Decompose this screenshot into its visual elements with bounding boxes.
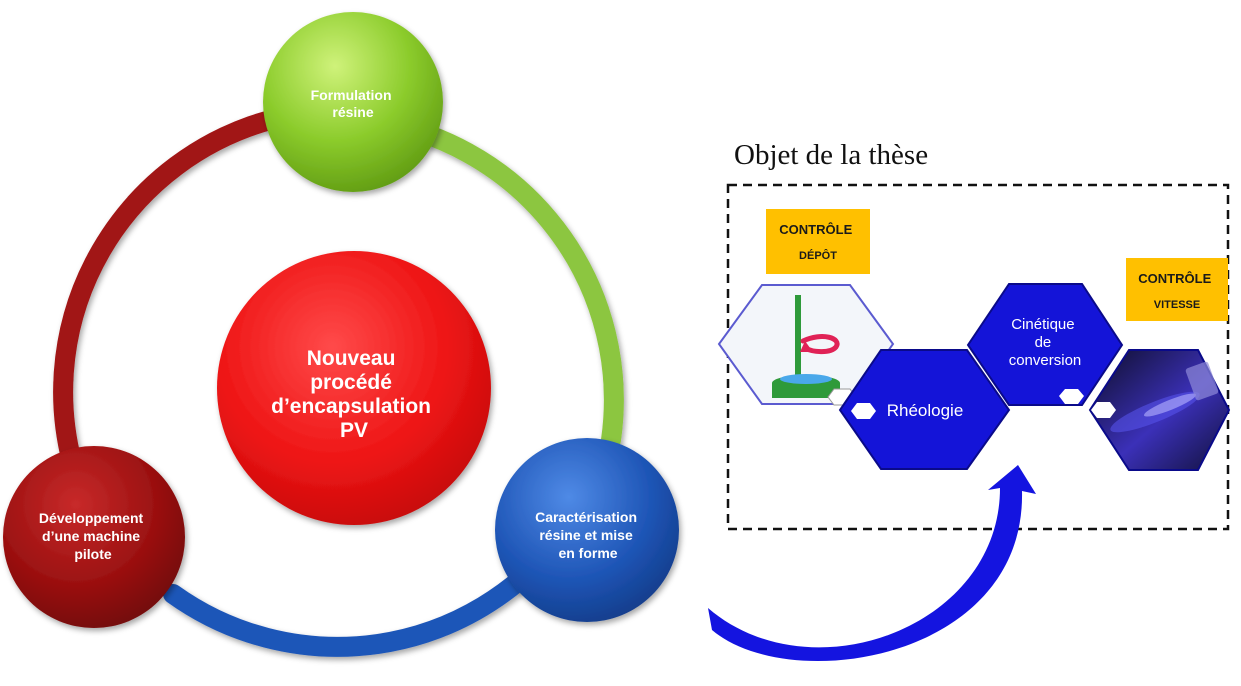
node-formulation: Formulation résine (263, 12, 443, 192)
node-label: Développement (39, 510, 144, 526)
hexagon-rheologie: Rhéologie (838, 349, 1011, 470)
node-caracterisation: Caractérisation résine et mise en forme (495, 438, 679, 622)
center-line: d’encapsulation (271, 395, 431, 418)
tag-line: VITESSE (1154, 299, 1200, 311)
center-circle: Nouveau procédé d’encapsulation PV (217, 251, 491, 525)
tag-controle-depot: CONTRÔLE DÉPÔT (766, 209, 870, 274)
hexagon-label: conversion (1009, 352, 1082, 369)
svg-text:Nouveau procédé d’: Nouveau procédé d’encapsulation PV (271, 347, 437, 442)
curved-arrow (708, 465, 1036, 662)
center-line: PV (340, 419, 368, 442)
hexagon-label: de (1035, 334, 1052, 351)
node-label: résine et mise (539, 527, 633, 543)
node-label: Formulation (311, 87, 392, 103)
center-line: Nouveau (307, 347, 396, 370)
node-label: pilote (74, 546, 112, 562)
node-label: d’une machine (42, 528, 140, 544)
uv-light-icon (1110, 361, 1219, 433)
svg-text:Formulation résine: Formulation résine (311, 87, 396, 120)
svg-text:Caractérisation résine e: Caractérisation résine et mise en forme (535, 509, 641, 561)
svg-text:CONTRÔLE DÉPÔT: CONTRÔLE DÉPÔT (779, 221, 856, 262)
node-label: en forme (558, 545, 617, 561)
tag-line: CONTRÔLE (779, 222, 852, 237)
svg-text:Cinétique de conve: Cinétique de conversion (1009, 316, 1082, 369)
ring-arc-red (53, 110, 280, 472)
node-label: Caractérisation (535, 509, 637, 525)
svg-text:Développement d’une mach: Développement d’une machine pilote (39, 510, 147, 562)
center-line: procédé (310, 371, 392, 394)
hexagon-label: Cinétique (1011, 316, 1074, 333)
node-developpement: Développement d’une machine pilote (3, 446, 185, 628)
thesis-title: Objet de la thèse (734, 139, 929, 171)
node-label: résine (332, 104, 373, 120)
svg-text:CONTRÔLE VITESSE: CONTRÔLE VITESSE (1138, 270, 1215, 311)
svg-text:Rhéologie: Rhéologie (887, 401, 964, 420)
tag-controle-vitesse: CONTRÔLE VITESSE (1126, 258, 1228, 321)
deposition-tool-icon (772, 295, 840, 398)
tag-line: CONTRÔLE (1138, 271, 1211, 286)
tag-line: DÉPÔT (799, 249, 837, 262)
hexagon-uv-image (1088, 349, 1231, 471)
hexagon-cinetique: Cinétique de conversion (966, 283, 1124, 406)
hexagon-label: Rhéologie (887, 401, 964, 420)
